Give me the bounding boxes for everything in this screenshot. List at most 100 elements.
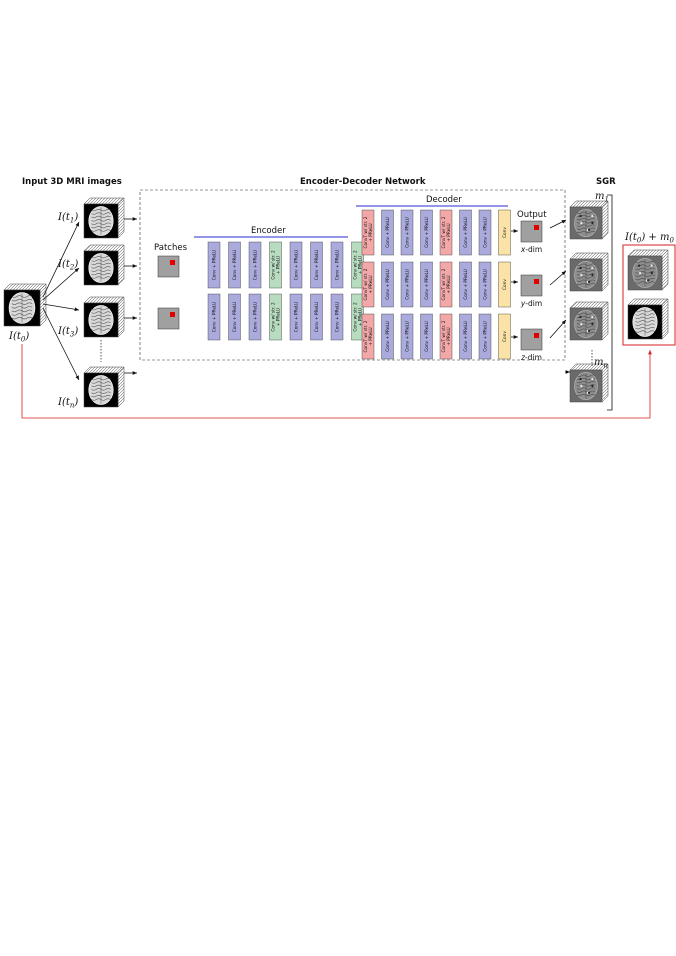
encoder-row2-layer-8: Conv w/ str. 2+ PReLU — [351, 293, 364, 341]
encoder-row2-layer-line-4-1: Conv w/ str. 2 — [271, 302, 277, 332]
decoder-row1-layer-text-4: Conv + PReLU — [424, 217, 430, 248]
result-cube-2 — [627, 298, 669, 340]
decoder-row1-layer-4: Conv + PReLU — [420, 209, 433, 256]
decoder-row3-layer-line-7-1: Conv + PReLU — [483, 321, 489, 352]
encoder-row1-layer-text-1: Conv + PReLU — [212, 250, 218, 281]
encoder-row1-layer-text-4: Conv w/ str. 2+ PReLU — [271, 250, 282, 280]
input-label-2-sub: 2 — [69, 264, 75, 272]
encoder-row2-layer-line-7-1: Conv + PReLU — [335, 302, 341, 333]
encoder-row2-layer-line-8-1: Conv w/ str. 2 — [353, 302, 359, 332]
decoder-row1-layer-text-3: Conv + PReLU — [405, 217, 411, 248]
decoder-row2-layer-8: Conv — [498, 261, 511, 308]
patch-1 — [157, 255, 180, 278]
sgr-header: SGR — [596, 177, 616, 187]
decoder-row2-layer-line-6-1: Conv + PReLU — [463, 269, 469, 300]
encoder-row2-layer-line-2-1: Conv + PReLU — [232, 302, 238, 333]
output-label-y: y-dim — [520, 299, 542, 308]
encoder-row2-layer-line-6-1: Conv + PReLU — [314, 302, 320, 333]
sgr-label-result: I(t0) + m0 — [624, 232, 674, 245]
patch-2 — [157, 307, 180, 330]
sgr-label-m1-base: m — [595, 191, 604, 202]
encoder-row2-layer-text-2: Conv + PReLU — [232, 302, 238, 333]
input-mri-cube-2 — [83, 244, 125, 286]
output-label-x: x-dim — [520, 245, 542, 254]
input-label-1: I(t1) — [57, 212, 78, 225]
encoder-row1-layer-line-4-1: Conv w/ str. 2 — [271, 250, 277, 280]
decoder-row1-layer-line-8-1: Conv — [502, 227, 508, 238]
encoder-row1-layer-2: Conv + PReLU — [228, 241, 241, 289]
encoder-row2-layer-3: Conv + PReLU — [248, 293, 262, 341]
result-cube-1 — [627, 249, 669, 291]
input-label-3-close: ) — [73, 326, 78, 337]
source-label-sub: 0 — [21, 336, 26, 344]
decoder-row1-layer-line-1-1: ConvT w/ str. 2 — [363, 216, 369, 248]
decoder-row3-layer-line-3-1: Conv + PReLU — [405, 321, 411, 352]
decoder-row2-layer-line-1-1: ConvT w/ str. 2 — [363, 268, 369, 300]
decoder-row2-layer-4: Conv + PReLU — [420, 261, 433, 308]
encoder-row2-layer-line-3-1: Conv + PReLU — [253, 302, 259, 333]
decoder-row1-layer-line-6-1: Conv + PReLU — [463, 217, 469, 248]
dim-var: x — [520, 245, 526, 254]
encoder-row-1: Conv + PReLU Conv + PReLU Conv + PReLU Conv… — [207, 241, 364, 289]
input-to-network-arrows — [124, 217, 137, 375]
encoder-row1-layer-text-5: Conv + PReLU — [294, 250, 300, 281]
input-mri-cube-n — [83, 366, 125, 408]
decoder-row1-layer-text-7: Conv + PReLU — [483, 217, 489, 248]
decoder-row3-layer-2: Conv + PReLU — [381, 313, 394, 360]
input-label-4: I(tn) — [57, 397, 78, 410]
output-label-z: z-dim — [520, 353, 542, 362]
decoder-row2-layer-text-7: Conv + PReLU — [483, 269, 489, 300]
encoder-row2-layer-text-7: Conv + PReLU — [335, 302, 341, 333]
decoder-row3-layer-line-2-1: Conv + PReLU — [385, 321, 391, 352]
sgr-label-mn: mn — [594, 357, 608, 370]
decoder-row1-layer-text-5: ConvT w/ str. 2+ PReLU — [441, 216, 452, 248]
decoder-row2-layer-line-3-1: Conv + PReLU — [405, 269, 411, 300]
decoder-row3-layer-line-1-2: + PReLU — [368, 327, 374, 345]
encoder-row2-layer-text-4: Conv w/ str. 2+ PReLU — [271, 302, 282, 332]
decoder-row1-layer-1: ConvT w/ str. 2+ PReLU — [361, 209, 375, 256]
output-arrows — [511, 219, 570, 374]
input-label-4-base: I(t — [57, 397, 71, 408]
decoder-row2-layer-text-2: Conv + PReLU — [385, 269, 391, 300]
encoder-row1-layer-text-7: Conv + PReLU — [335, 250, 341, 281]
decoder-row3-layer-1: ConvT w/ str. 2+ PReLU — [361, 313, 375, 360]
encoder-row2-layer-text-6: Conv + PReLU — [314, 302, 320, 333]
input-label-4-close: ) — [73, 397, 78, 408]
decoder-row1-layer-3: Conv + PReLU — [400, 209, 414, 256]
input-label-3-base: I(t — [57, 326, 71, 337]
decoder-row3-layer-text-6: Conv + PReLU — [463, 321, 469, 352]
decoder-row3-layer-4: Conv + PReLU — [420, 313, 433, 360]
decoder-row3-layer-line-5-1: ConvT w/ str. 2 — [441, 320, 447, 352]
decoder-row1-layer-line-2-1: Conv + PReLU — [385, 217, 391, 248]
encoder-label: Encoder — [251, 226, 286, 236]
sgr-label-mn-sub: n — [603, 362, 608, 370]
decoder-row2-layer-7: Conv + PReLU — [478, 261, 492, 308]
decoder-row1-layer-line-5-1: ConvT w/ str. 2 — [441, 216, 447, 248]
decoder-row1-layer-line-4-1: Conv + PReLU — [424, 217, 430, 248]
encoder-row2-layer-1: Conv + PReLU — [207, 293, 221, 341]
decoder-row3-layer-text-2: Conv + PReLU — [385, 321, 391, 352]
decoder-row1-layer-line-1-2: + PReLU — [368, 223, 374, 241]
input-label-2: I(t2) — [57, 259, 78, 272]
output-label: Output — [517, 210, 547, 220]
sgr-label-result-base: I(t — [624, 232, 638, 243]
encoder-row2-layer-2: Conv + PReLU — [228, 293, 241, 341]
sgr-deformation-cube-n — [569, 363, 609, 403]
input-label-2-close: ) — [73, 259, 78, 270]
decoder-row3-layer-line-1-1: ConvT w/ str. 2 — [363, 320, 369, 352]
decoder-row3-layer-line-6-1: Conv + PReLU — [463, 321, 469, 352]
decoder-row3-layer-text-1: ConvT w/ str. 2+ PReLU — [363, 320, 374, 352]
encoder-row1-layer-6: Conv + PReLU — [310, 241, 323, 289]
decoder-row2-layer-line-2-1: Conv + PReLU — [385, 269, 391, 300]
encoder-row2-layer-text-5: Conv + PReLU — [294, 302, 300, 333]
decoder-row3-layer-3: Conv + PReLU — [400, 313, 414, 360]
decoder-row1-layer-text-2: Conv + PReLU — [385, 217, 391, 248]
sgr-label-result-sub2: 0 — [669, 237, 674, 245]
decoder-row1-layer-line-7-1: Conv + PReLU — [483, 217, 489, 248]
input-mri-cube-1 — [83, 197, 125, 239]
encoder-row2-layer-7: Conv + PReLU — [330, 293, 344, 341]
sgr-label-result-mid: ) + m — [640, 232, 669, 243]
